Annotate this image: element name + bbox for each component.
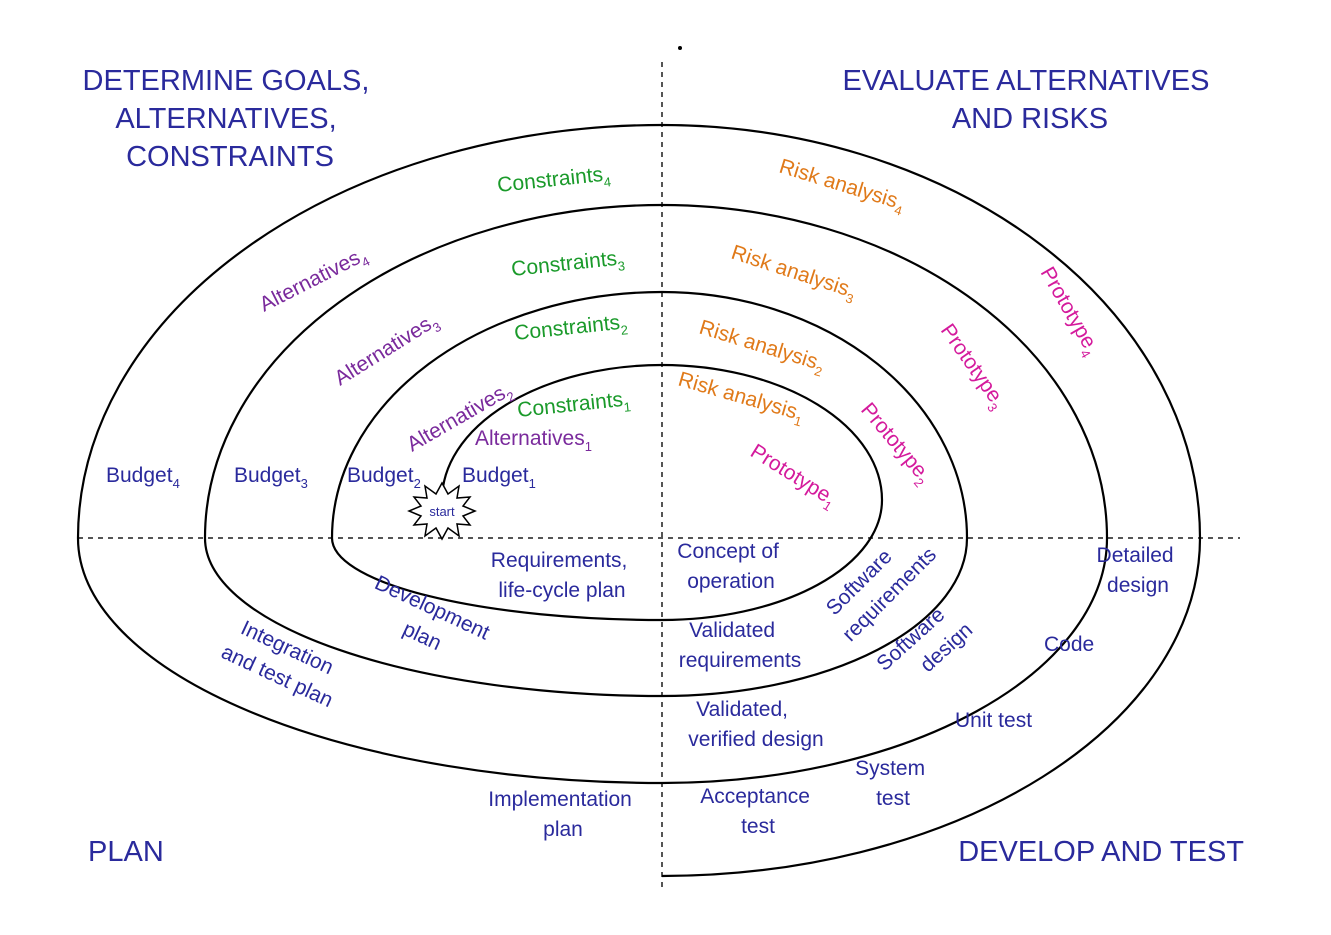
requirements-line-1: Requirements,	[491, 549, 628, 572]
constraints-2-base: Constraints	[513, 311, 621, 345]
concept-line-1: Concept of	[677, 540, 779, 563]
spiral-loop-4	[76, 123, 1202, 878]
quadrant-evaluate-alternatives-line-1: EVALUATE ALTERNATIVES	[843, 65, 1210, 97]
budget-3-label: Budget3	[234, 464, 308, 491]
constraints-1-sub: 1	[623, 399, 632, 415]
requirements-lifecycle-plan-label: Requirements, life-cycle plan	[491, 549, 633, 602]
constraints-1-label: Constraints1	[516, 387, 632, 426]
detailed-design-label: Detailed design	[1097, 544, 1180, 597]
spiral-loop-2	[203, 290, 969, 698]
budget-4-sub: 4	[173, 476, 180, 491]
constraints-3-sub: 3	[617, 258, 626, 274]
quadrant-determine-goals-line-2: ALTERNATIVES,	[115, 103, 336, 135]
alternatives-3-label: Alternatives3	[330, 309, 443, 394]
requirements-line-2: life-cycle plan	[498, 579, 625, 602]
quadrant-develop-and-test: DEVELOP AND TEST	[958, 836, 1244, 868]
risk-analysis-3-label: Risk analysis3	[727, 241, 859, 307]
risk-analysis-1-base: Risk analysis	[676, 368, 800, 424]
risk-analysis-4-label: Risk analysis4	[775, 155, 907, 219]
budget-4-label: Budget4	[106, 464, 180, 491]
constraints-2-label: Constraints2	[513, 310, 629, 349]
detailed-design-line-1: Detailed	[1097, 544, 1174, 567]
validated-requirements-line-1: Validated	[689, 619, 775, 642]
implementation-line-1: Implementation	[488, 788, 632, 811]
start-burst: start	[407, 481, 477, 541]
alternatives-1-base: Alternatives	[475, 427, 585, 450]
validated-requirements-label: Validated requirements	[679, 619, 802, 672]
alternatives-4-label: Alternatives4	[256, 243, 372, 320]
prototype-1-base: Prototype	[746, 440, 834, 507]
constraints-3-base: Constraints	[510, 247, 618, 281]
budget-4-base: Budget	[106, 464, 173, 487]
alternatives-1-sub: 1	[585, 439, 592, 454]
code-label: Code	[1044, 633, 1094, 656]
risk-analysis-4-base: Risk analysis	[777, 155, 901, 213]
budget-3-base: Budget	[234, 464, 301, 487]
constraints-4-label: Constraints4	[496, 162, 612, 201]
quadrant-evaluate-alternatives-line-2: AND RISKS	[952, 103, 1108, 135]
prototype-3-label: Prototype3	[933, 320, 1011, 415]
prototype-3-base: Prototype	[936, 320, 1006, 407]
constraints-3-label: Constraints3	[510, 246, 626, 285]
risk-analysis-4-sub: 4	[893, 202, 904, 218]
risk-analysis-3-sub: 3	[844, 290, 856, 307]
implementation-line-2: plan	[543, 818, 583, 841]
concept-line-2: operation	[687, 570, 775, 593]
prototype-4-label: Prototype4	[1032, 263, 1104, 361]
validated-design-line-1: Validated,	[696, 698, 788, 721]
acceptance-test-line-2: test	[741, 815, 775, 838]
budget-3-sub: 3	[301, 476, 308, 491]
implementation-plan-label: Implementation plan	[488, 788, 637, 841]
development-plan-label: Development plan	[358, 571, 498, 674]
top-dot	[678, 46, 682, 50]
spiral-loop-3	[76, 203, 1109, 785]
alternatives-4-base: Alternatives	[256, 246, 364, 316]
alternatives-1-label: Alternatives1	[475, 427, 592, 454]
risk-analysis-1-sub: 1	[792, 413, 803, 429]
integration-test-plan-label: Integration and test plan	[218, 613, 349, 712]
budget-2-sub: 2	[414, 476, 421, 491]
budget-1-base: Budget	[462, 464, 529, 487]
budget-2-label: Budget2	[347, 464, 421, 491]
alternatives-3-base: Alternatives	[330, 313, 435, 391]
risk-analysis-1-label: Risk analysis1	[675, 368, 807, 430]
quadrant-determine-goals-line-1: DETERMINE GOALS,	[83, 65, 370, 97]
concept-of-operation-label: Concept of operation	[677, 540, 784, 593]
system-test-line-1: System	[855, 757, 925, 780]
quadrant-determine-goals-line-3: CONSTRAINTS	[126, 141, 334, 173]
prototype-1-label: Prototype1	[744, 440, 841, 514]
budget-2-base: Budget	[347, 464, 414, 487]
budget-1-sub: 1	[529, 476, 536, 491]
risk-analysis-3-base: Risk analysis	[728, 241, 852, 301]
validated-verified-design-label: Validated, verified design	[688, 698, 823, 751]
detailed-design-line-2: design	[1107, 574, 1169, 597]
constraints-2-sub: 2	[620, 322, 629, 338]
prototype-4-base: Prototype	[1036, 263, 1101, 352]
constraints-4-sub: 4	[603, 174, 612, 190]
validated-requirements-line-2: requirements	[679, 649, 802, 672]
quadrant-evaluate-alternatives: EVALUATE ALTERNATIVES AND RISKS	[843, 65, 1218, 135]
start-label: start	[429, 504, 455, 519]
acceptance-test-label: Acceptance test	[700, 785, 816, 838]
spiral-loop-1	[330, 363, 884, 622]
system-test-line-2: test	[876, 787, 910, 810]
acceptance-test-line-1: Acceptance	[700, 785, 810, 808]
validated-design-line-2: verified design	[688, 728, 823, 751]
quadrant-determine-goals: DETERMINE GOALS, ALTERNATIVES, CONSTRAIN…	[83, 65, 378, 173]
risk-analysis-2-base: Risk analysis	[697, 316, 821, 374]
unit-test-label: Unit test	[955, 709, 1032, 732]
system-test-label: System test	[855, 757, 931, 810]
constraints-1-base: Constraints	[516, 388, 624, 422]
prototype-2-base: Prototype	[856, 398, 931, 482]
quadrant-plan: PLAN	[88, 836, 164, 868]
risk-analysis-2-sub: 2	[813, 363, 824, 379]
constraints-4-base: Constraints	[496, 163, 604, 197]
budget-1-label: Budget1	[462, 464, 536, 491]
